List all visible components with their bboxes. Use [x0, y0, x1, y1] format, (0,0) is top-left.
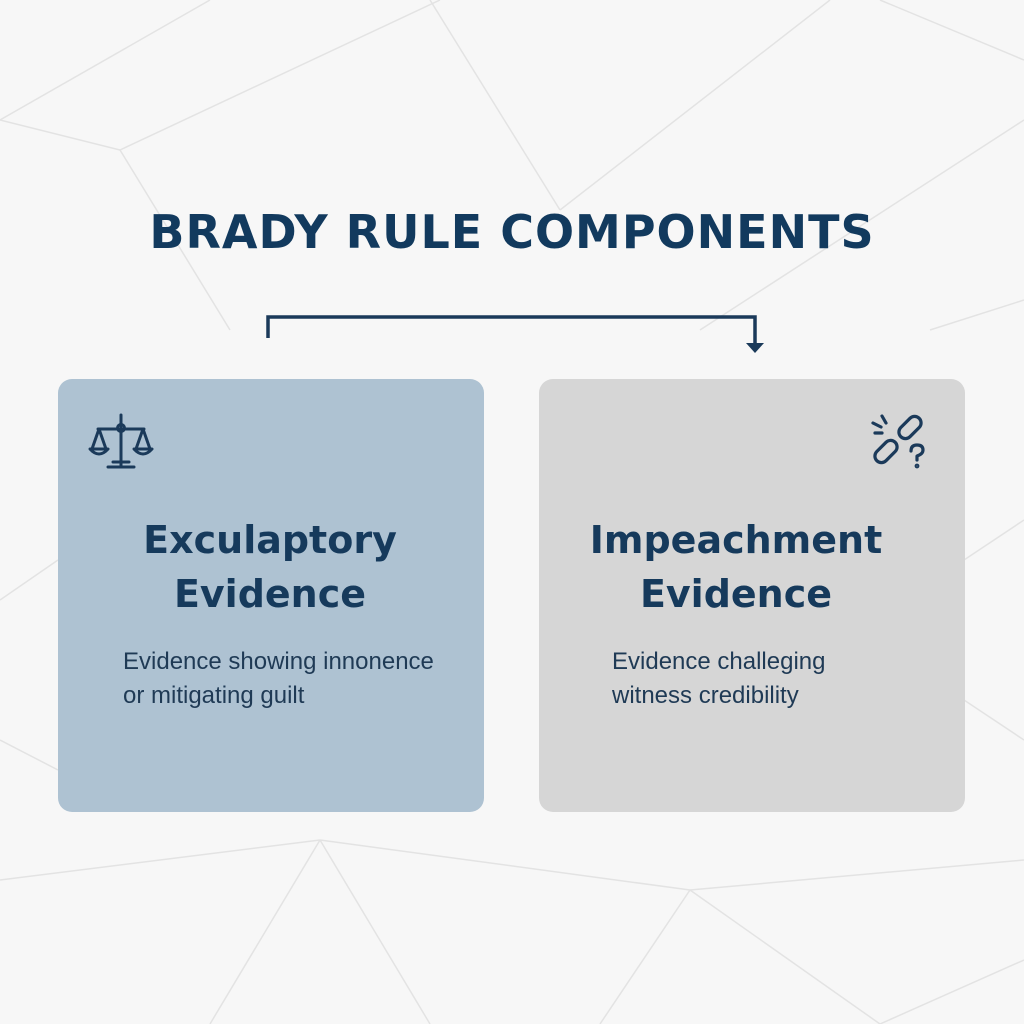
card-title-line: Evidence — [173, 572, 367, 616]
page-title: BRADY RULE COMPONENTS — [149, 205, 875, 259]
broken-link-question-icon — [871, 414, 925, 469]
card-description-line: Evidence showing innonence — [123, 648, 434, 675]
card-title-line: Evidence — [639, 572, 833, 616]
card-description-exculpatory: Evidence showing innonence or mitigating… — [123, 645, 473, 713]
scales-of-justice-icon — [88, 413, 154, 469]
card-title-impeachment: Impeachment Evidence — [561, 513, 911, 621]
arrow-head-icon — [746, 343, 764, 353]
card-description-line: Evidence challeging — [612, 648, 826, 675]
card-title-exculpatory: Exculaptory Evidence — [100, 513, 440, 621]
card-title-line: Impeachment — [589, 518, 883, 562]
impeachment-evidence-card: Impeachment Evidence Evidence challeging… — [539, 379, 965, 812]
card-description-impeachment: Evidence challeging witness credibility — [612, 645, 942, 713]
exculpatory-evidence-card: Exculaptory Evidence Evidence showing in… — [58, 379, 484, 812]
card-description-line: witness credibility — [612, 682, 799, 709]
card-description-line: or mitigating guilt — [123, 682, 305, 709]
card-title-line: Exculaptory — [143, 518, 397, 562]
